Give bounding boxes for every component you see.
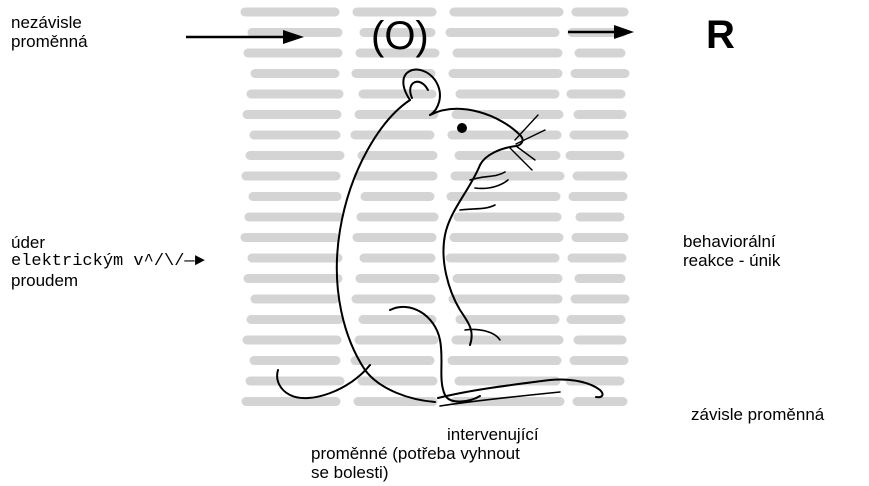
stimulus-label-line1: úder (11, 233, 205, 252)
independent-label-line2: proměnná (11, 32, 88, 51)
mouse-illustration (270, 60, 630, 420)
stimulus-label-line3: proudem (11, 271, 205, 290)
independent-label-line1: nezávisle (11, 13, 88, 32)
intervening-label-line3: se bolesti) (311, 463, 520, 482)
behavior-label: behaviorální reakce - únik (683, 232, 780, 270)
stimulus-label-line2: elektrickým v^/\/—► (11, 252, 205, 271)
response-symbol: R (706, 13, 735, 58)
organism-symbol: (O) (371, 14, 429, 59)
arrow-right-head (614, 25, 634, 39)
independent-variable-label: nezávisle proměnná (11, 13, 88, 51)
arrow-left-head (283, 30, 304, 44)
behavior-label-line2: reakce - únik (683, 251, 780, 270)
intervening-label-rest: proměnné (potřeba vyhnout se bolesti) (311, 444, 520, 482)
behavior-label-line1: behaviorální (683, 232, 780, 251)
stimulus-label: úder elektrickým v^/\/—► proudem (11, 233, 205, 290)
dependent-variable-label: závisle proměnná (691, 405, 824, 424)
intervening-label-line1: intervenující (447, 425, 539, 444)
intervening-label-line2: proměnné (potřeba vyhnout (311, 444, 520, 463)
